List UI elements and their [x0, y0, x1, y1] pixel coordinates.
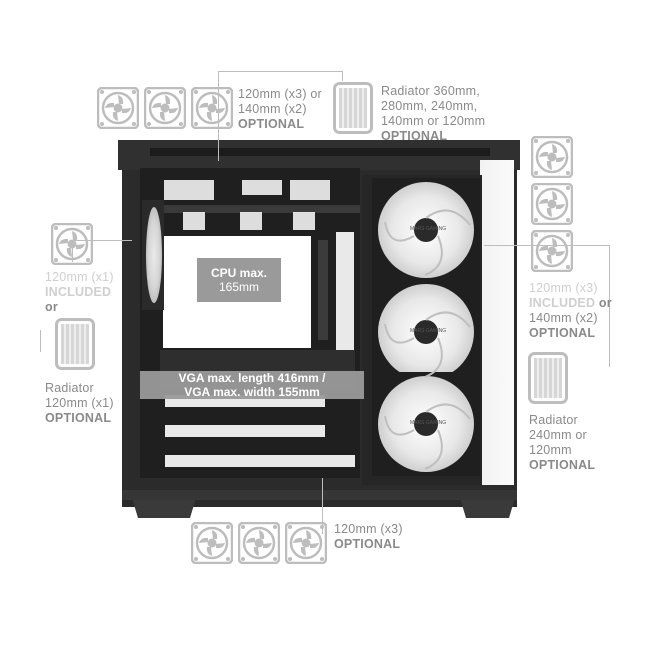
- top-fan-icon-2: [143, 86, 187, 130]
- top-radiator-icon: [333, 82, 373, 139]
- rear-fan: [146, 207, 162, 303]
- vga-clearance-label: VGA max. length 416mm / VGA max. width 1…: [140, 371, 364, 399]
- vga-clearance-box: [140, 371, 364, 399]
- right-radiator-label: Radiator 240mm or 120mm OPTIONAL: [529, 413, 595, 473]
- right-connector-v: [609, 245, 610, 367]
- front-fan-1: [372, 178, 480, 282]
- vga-width: VGA max. width 155mm: [184, 385, 320, 399]
- top-connector-h: [218, 71, 342, 72]
- right-connector-h: [484, 245, 610, 246]
- left-fan-label: 120mm (x1) INCLUDED or: [45, 270, 114, 315]
- vga-length: VGA max. length 416mm /: [178, 371, 326, 385]
- front-glass-panel: [480, 160, 514, 485]
- bottom-fan-icon-3: [284, 521, 328, 565]
- top-fan-icon-3: [190, 86, 234, 130]
- left-fan-or: or: [45, 300, 58, 314]
- left-connector-h: [72, 240, 132, 241]
- right-fans-included: INCLUDED: [529, 296, 596, 310]
- left-radiator-line-1: Radiator: [45, 381, 94, 395]
- right-fan-icon-3: [530, 229, 574, 273]
- top-radiator-line-3: 140mm or 120mm: [381, 114, 486, 128]
- bottom-fans-label: 120mm (x3) OPTIONAL: [334, 522, 403, 552]
- top-connector-v2: [342, 71, 343, 81]
- left-connector-v: [72, 240, 73, 262]
- right-fans-included-line: INCLUDED or: [529, 296, 612, 311]
- right-fans-or: or: [598, 296, 612, 310]
- top-fans-label: 120mm (x3) or 140mm (x2) OPTIONAL: [238, 87, 322, 132]
- right-fans-optional: OPTIONAL: [529, 326, 596, 340]
- top-fan-icon-1: [96, 86, 140, 130]
- left-radiator-icon: [55, 318, 95, 375]
- left-fan-icon: [50, 222, 94, 266]
- right-fans-size-1: 120mm (x3): [529, 281, 598, 295]
- bottom-fan-icon-2: [237, 521, 281, 565]
- cpu-clearance-title: CPU max.: [210, 266, 268, 280]
- top-radiator-line-2: 280mm, 240mm,: [381, 99, 478, 113]
- right-radiator-line-1: Radiator: [529, 413, 578, 427]
- right-fans-size-2: 140mm (x2): [529, 311, 598, 325]
- right-radiator-line-3: 120mm: [529, 443, 572, 457]
- top-fans-optional: OPTIONAL: [238, 117, 305, 131]
- top-radiator-optional: OPTIONAL: [381, 129, 448, 143]
- fan-brand-text-1: MARS GAMING: [410, 226, 447, 232]
- left-radiator-line-2: 120mm (x1): [45, 396, 114, 410]
- right-fan-icon-1: [530, 135, 574, 179]
- left-radiator-label: Radiator 120mm (x1) OPTIONAL: [45, 381, 114, 426]
- case-foot-left: [132, 498, 196, 518]
- fan-brand-text-3: MARS GAMING: [410, 420, 447, 426]
- top-radiator-line-1: Radiator 360mm,: [381, 84, 480, 98]
- top-connector-v: [218, 71, 219, 161]
- front-fan-2: [372, 280, 480, 384]
- bottom-fans-size: 120mm (x3): [334, 522, 403, 536]
- front-fan-3: [372, 372, 480, 476]
- left-rad-connector-v2: [40, 330, 41, 352]
- fan-brand-text-2: MARS GAMING: [410, 328, 447, 334]
- top-fans-size-1: 120mm (x3) or: [238, 87, 322, 101]
- cpu-clearance-label: CPU max. 165mm: [197, 266, 281, 294]
- cpu-clearance-value: 165mm: [218, 280, 259, 294]
- right-radiator-line-2: 240mm or: [529, 428, 587, 442]
- right-fans-label: 120mm (x3) INCLUDED or 140mm (x2) OPTION…: [529, 281, 612, 341]
- bottom-fans-optional: OPTIONAL: [334, 537, 401, 551]
- top-fans-size-2: 140mm (x2): [238, 102, 307, 116]
- right-radiator-icon: [528, 352, 568, 409]
- right-fan-icon-2: [530, 182, 574, 226]
- bottom-fan-icon-1: [190, 521, 234, 565]
- top-radiator-label: Radiator 360mm, 280mm, 240mm, 140mm or 1…: [381, 84, 485, 144]
- cpu-clearance-box: [197, 258, 281, 302]
- left-fan-included: INCLUDED: [45, 285, 112, 299]
- left-fan-size: 120mm (x1): [45, 270, 114, 284]
- bottom-connector-v: [322, 478, 323, 534]
- right-radiator-optional: OPTIONAL: [529, 458, 596, 472]
- left-radiator-optional: OPTIONAL: [45, 411, 112, 425]
- case-foot-right: [460, 498, 515, 518]
